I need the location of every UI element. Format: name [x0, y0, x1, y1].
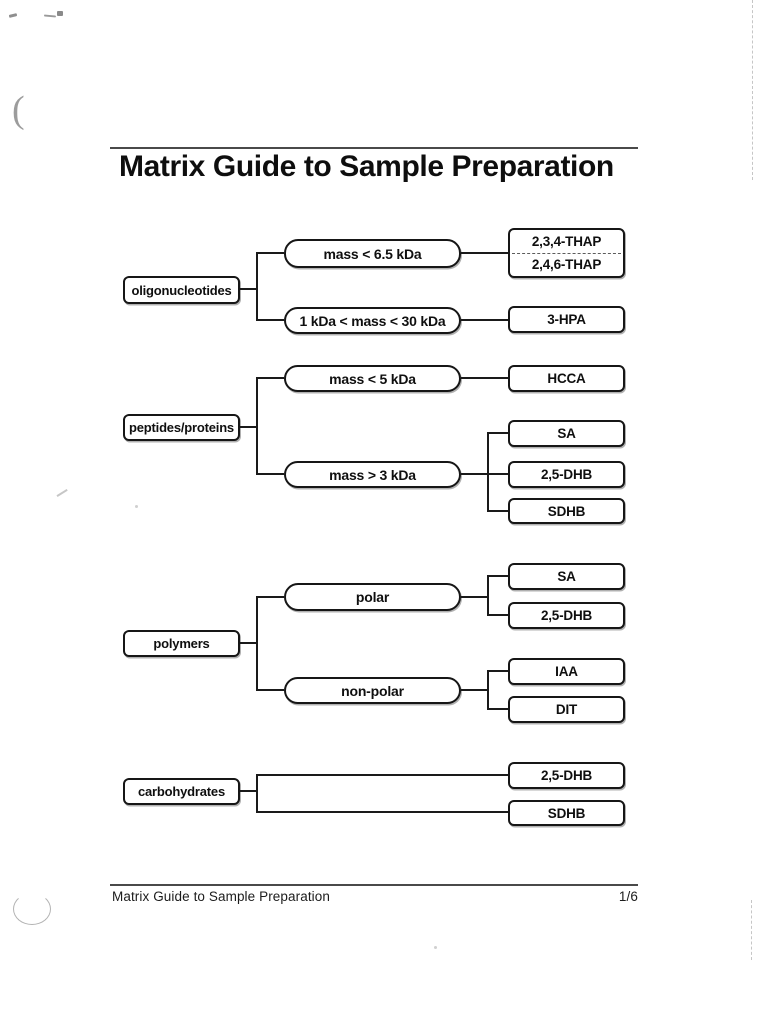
- connector-line: [461, 252, 508, 255]
- condition-pill-mass-gt-3-kda: mass > 3 kDa: [284, 461, 461, 488]
- matrix-box-sa: SA: [508, 563, 625, 590]
- scan-slash-mark: [56, 488, 68, 497]
- connector-line: [487, 614, 508, 617]
- footer-title: Matrix Guide to Sample Preparation: [112, 889, 331, 904]
- connector-line: [240, 642, 257, 645]
- header-rule: [110, 147, 638, 149]
- scan-dot: [434, 946, 437, 949]
- dashed-divider: [512, 252, 621, 254]
- connector-line: [487, 575, 508, 578]
- scan-speck: [57, 11, 63, 16]
- category-box-polymers: polymers: [123, 630, 240, 657]
- scan-speck: [8, 13, 18, 18]
- connector-line: [256, 377, 284, 380]
- matrix-box-sdhb: SDHB: [508, 800, 625, 826]
- matrix-box-2-5-dhb: 2,5-DHB: [508, 461, 625, 488]
- connector-line: [256, 377, 259, 475]
- matrix-box-2-3-4-thap: 2,3,4-THAP: [531, 233, 602, 249]
- category-box-peptides-proteins: peptides/proteins: [123, 414, 240, 441]
- connector-line: [240, 790, 257, 793]
- connector-line: [487, 575, 490, 616]
- connector-line: [487, 432, 490, 512]
- matrix-box-hcca: HCCA: [508, 365, 625, 392]
- connector-line: [487, 670, 490, 710]
- connector-line: [256, 774, 259, 813]
- condition-pill-mass-lt-6-5-kda: mass < 6.5 kDa: [284, 239, 461, 268]
- matrix-group-thap: 2,3,4-THAP 2,4,6-THAP: [508, 228, 625, 278]
- condition-pill-polar: polar: [284, 583, 461, 611]
- matrix-box-2-4-6-thap: 2,4,6-THAP: [531, 257, 602, 273]
- category-box-oligonucleotides: oligonucleotides: [123, 276, 240, 304]
- connector-line: [256, 252, 284, 255]
- matrix-box-iaa: IAA: [508, 658, 625, 685]
- scan-paren-mark: (: [12, 89, 25, 131]
- connector-line: [240, 426, 257, 429]
- connector-line: [256, 596, 284, 599]
- condition-pill-non-polar: non-polar: [284, 677, 461, 704]
- footer-page-number: 1/6: [618, 889, 638, 904]
- connector-line: [256, 473, 284, 476]
- connector-line: [487, 510, 508, 513]
- connector-line: [240, 288, 257, 291]
- connector-line: [461, 689, 488, 692]
- condition-pill-1kda-lt-mass-lt-30kda: 1 kDa < mass < 30 kDa: [284, 307, 461, 334]
- page-title: Matrix Guide to Sample Preparation: [119, 150, 614, 183]
- connector-line: [256, 319, 284, 322]
- matrix-box-2-5-dhb: 2,5-DHB: [508, 762, 625, 789]
- footer-rule: [110, 884, 638, 886]
- connector-line: [487, 432, 508, 435]
- connector-line: [461, 319, 508, 322]
- connector-line: [461, 473, 508, 476]
- matrix-box-2-5-dhb: 2,5-DHB: [508, 602, 625, 629]
- scan-dot: [135, 505, 138, 508]
- condition-pill-mass-lt-5-kda: mass < 5 kDa: [284, 365, 461, 392]
- matrix-box-sdhb: SDHB: [508, 498, 625, 524]
- matrix-box-dit: DIT: [508, 696, 625, 723]
- connector-line: [256, 811, 508, 814]
- scan-speck: [43, 14, 57, 18]
- connector-line: [256, 252, 259, 321]
- connector-line: [256, 689, 284, 692]
- scan-edge-dots: [752, 0, 753, 180]
- connector-line: [487, 708, 508, 711]
- connector-line: [487, 670, 508, 673]
- connector-line: [256, 774, 508, 777]
- category-box-carbohydrates: carbohydrates: [123, 778, 240, 805]
- connector-line: [461, 377, 508, 380]
- scan-edge-dots: [751, 900, 752, 960]
- matrix-box-3-hpa: 3-HPA: [508, 306, 625, 333]
- scan-circle-mark: [13, 893, 51, 925]
- connector-line: [256, 596, 259, 691]
- matrix-box-sa: SA: [508, 420, 625, 447]
- connector-line: [461, 596, 488, 599]
